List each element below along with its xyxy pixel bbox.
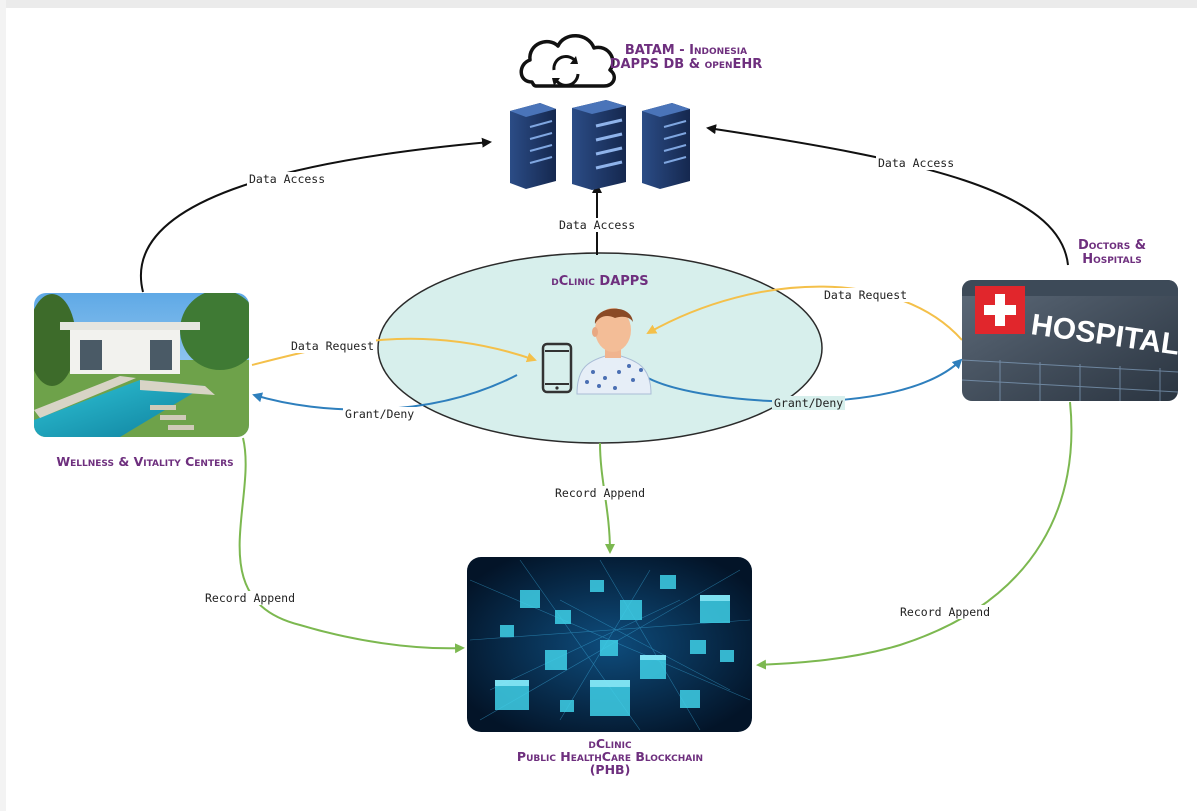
label-wellness-db: Data Access bbox=[247, 172, 328, 186]
db-title-line1: BATAM - Indonesia bbox=[624, 43, 748, 58]
blockchain-image bbox=[467, 557, 752, 732]
wellness-center-image bbox=[34, 293, 249, 437]
patient-avatar-icon bbox=[576, 308, 652, 395]
blockchain-title: dClinic Public HealthCare Blockchain (PH… bbox=[490, 736, 730, 778]
smartphone-icon bbox=[541, 342, 573, 394]
cloud-sync-icon bbox=[519, 34, 616, 88]
label-hospital-request: Data Request bbox=[822, 288, 910, 302]
hospitals-title: Doctors & Hospitals bbox=[1062, 239, 1162, 266]
hospitals-title-line2: Hospitals bbox=[1082, 251, 1142, 267]
blockchain-title-line1: dClinic bbox=[588, 736, 632, 751]
label-dapps-db: Data Access bbox=[557, 218, 638, 232]
edge-wellness-append bbox=[238, 437, 465, 654]
left-border bbox=[0, 0, 6, 811]
label-hospital-db: Data Access bbox=[876, 156, 957, 170]
hospital-image: HOSPITAL bbox=[962, 280, 1178, 401]
dapps-title: dClinic DAPPS bbox=[551, 274, 649, 289]
blockchain-title-line3: (PHB) bbox=[589, 762, 631, 778]
edge-hospital-append bbox=[756, 401, 1073, 670]
server-rack-icon bbox=[510, 100, 690, 190]
edge-hospital-db bbox=[706, 124, 1069, 266]
blockchain-title-line2: Public HealthCare Blockchain bbox=[516, 749, 704, 765]
edge-hospital-request bbox=[646, 285, 963, 341]
db-title-line2: DAPPS DB & openEHR bbox=[609, 56, 763, 72]
label-wellness-request: Data Request bbox=[289, 339, 377, 353]
wellness-title: Wellness & Vitality Centers bbox=[56, 454, 234, 469]
db-title: BATAM - Indonesia DAPPS DB & openEHR bbox=[606, 44, 766, 71]
label-grant-hospital: Grant/Deny bbox=[772, 396, 846, 410]
hospitals-title-line1: Doctors & bbox=[1077, 238, 1147, 253]
label-dapps-append: Record Append bbox=[553, 486, 648, 500]
label-grant-wellness: Grant/Deny bbox=[343, 407, 417, 421]
label-wellness-append: Record Append bbox=[203, 591, 298, 605]
edge-wellness-db bbox=[140, 137, 492, 293]
label-hospital-append: Record Append bbox=[898, 605, 993, 619]
top-border bbox=[0, 0, 1197, 8]
edge-wellness-request bbox=[251, 337, 537, 366]
